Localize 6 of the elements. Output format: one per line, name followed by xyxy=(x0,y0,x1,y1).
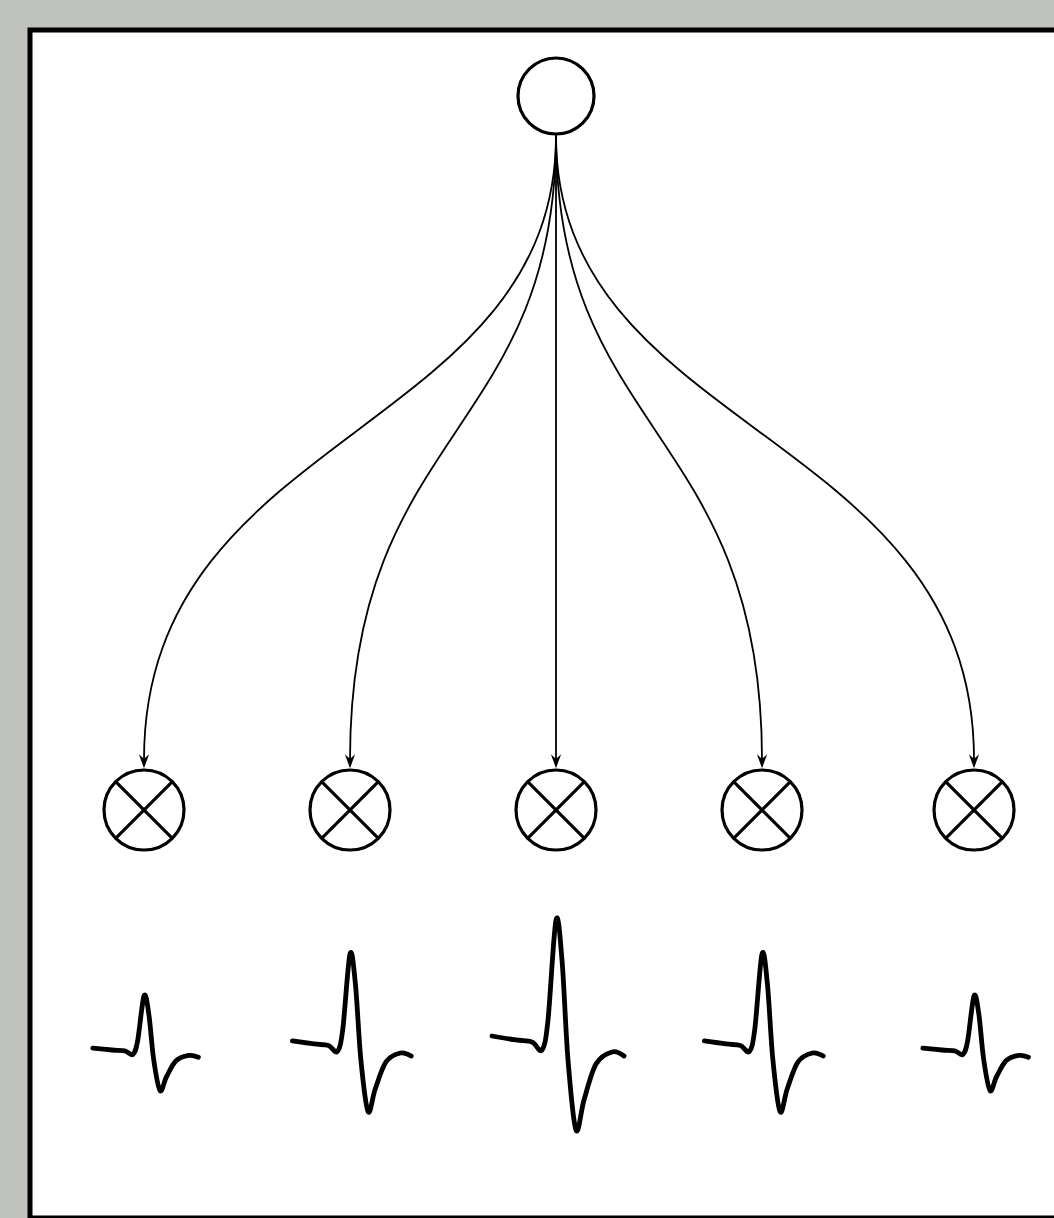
circle-node xyxy=(516,56,596,136)
crossed-circle xyxy=(720,768,804,852)
crossed-circle xyxy=(308,768,392,852)
crossed-circle xyxy=(102,768,186,852)
crossed-circle xyxy=(514,768,598,852)
crossed-circle xyxy=(932,768,1016,852)
